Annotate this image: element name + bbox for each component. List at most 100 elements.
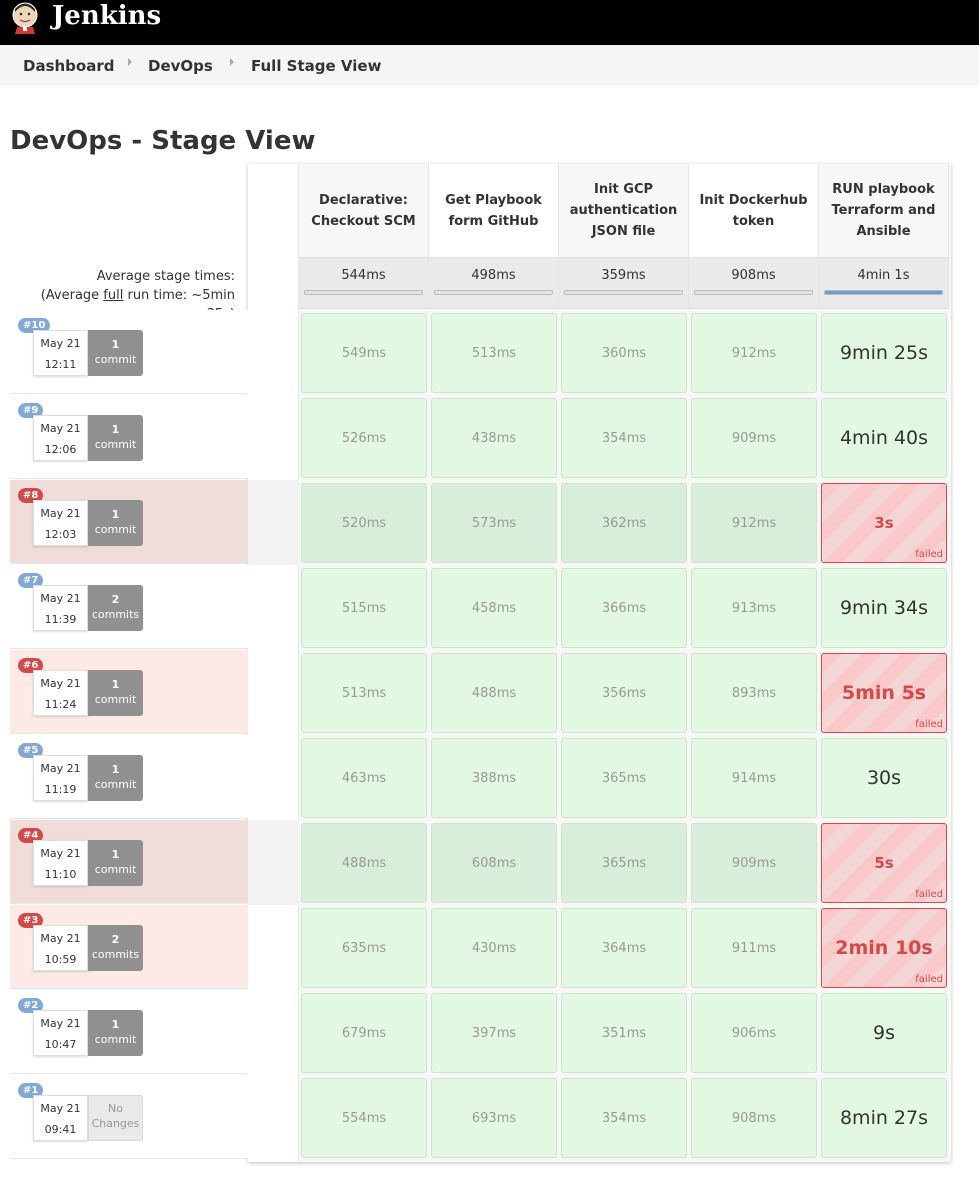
- stage-cell[interactable]: 366ms: [561, 568, 687, 648]
- stage-cell[interactable]: 488ms: [431, 653, 557, 733]
- stage-cell[interactable]: 488ms: [301, 823, 427, 903]
- stage-cell[interactable]: 397ms: [431, 993, 557, 1073]
- run-date-day: May 21: [40, 422, 81, 435]
- stage-cell[interactable]: 513ms: [301, 653, 427, 733]
- stage-cell[interactable]: 360ms: [561, 313, 687, 393]
- stage-cell[interactable]: 608ms: [431, 823, 557, 903]
- run-number-badge[interactable]: #3: [18, 913, 44, 928]
- stage-cell[interactable]: 909ms: [691, 398, 817, 478]
- breadcrumb-full-stage-view[interactable]: Full Stage View: [251, 57, 382, 75]
- run-number-badge[interactable]: #9: [18, 403, 44, 418]
- app-name[interactable]: Jenkins: [52, 1, 162, 31]
- run-date-day: May 21: [40, 592, 81, 605]
- stage-cell[interactable]: 513ms: [431, 313, 557, 393]
- stage-failed-label: failed: [915, 974, 943, 985]
- stage-cell[interactable]: 679ms: [301, 993, 427, 1073]
- top-bar: Jenkins: [0, 0, 979, 45]
- stage-cell[interactable]: 463ms: [301, 738, 427, 818]
- stage-cell[interactable]: 9min 34s: [821, 568, 947, 648]
- run-number-badge[interactable]: #6: [18, 658, 44, 673]
- run-commits-label: commit: [94, 523, 137, 536]
- stage-cell[interactable]: 909ms: [691, 823, 817, 903]
- run-number-badge[interactable]: #10: [18, 318, 51, 333]
- stage-cell[interactable]: 354ms: [561, 398, 687, 478]
- stage-cell[interactable]: 515ms: [301, 568, 427, 648]
- stage-cell[interactable]: 520ms: [301, 483, 427, 563]
- stage-cell[interactable]: 30s: [821, 738, 947, 818]
- run-commits-count: 1: [111, 678, 120, 691]
- page-title: DevOps - Stage View: [10, 126, 316, 156]
- run-date-time: 12:03: [44, 528, 77, 541]
- stage-cell[interactable]: 912ms: [691, 313, 817, 393]
- stage-cell[interactable]: 364ms: [561, 908, 687, 988]
- avg-full-run-link[interactable]: full: [103, 288, 124, 303]
- jenkins-butler-icon[interactable]: [8, 0, 42, 34]
- stage-cell[interactable]: 573ms: [431, 483, 557, 563]
- stage-cell[interactable]: 911ms: [691, 908, 817, 988]
- stage-cell[interactable]: 356ms: [561, 653, 687, 733]
- run-row-highlight: [248, 820, 299, 905]
- run-commits-count: 1: [111, 423, 120, 436]
- run-date-day: May 21: [40, 762, 81, 775]
- stage-avg-progress: [304, 290, 423, 295]
- stage-cell[interactable]: 351ms: [561, 993, 687, 1073]
- stage-cell[interactable]: 912ms: [691, 483, 817, 563]
- run-number-badge[interactable]: #8: [18, 488, 44, 503]
- run-commits-button[interactable]: 1 commit: [88, 670, 143, 716]
- stage-cell[interactable]: 9s: [821, 993, 947, 1073]
- stage-cell[interactable]: 365ms: [561, 823, 687, 903]
- stage-cell[interactable]: 635ms: [301, 908, 427, 988]
- run-date-time: 11:19: [44, 783, 77, 796]
- stage-cell[interactable]: 458ms: [431, 568, 557, 648]
- stage-avg-progress-fill: [825, 291, 942, 294]
- stage-cell[interactable]: 893ms: [691, 653, 817, 733]
- stage-cell[interactable]: 438ms: [431, 398, 557, 478]
- run-commits-label: commit: [94, 693, 137, 706]
- stage-cell[interactable]: 914ms: [691, 738, 817, 818]
- avg-stage-label: Average stage times:: [96, 269, 235, 284]
- run-number-badge[interactable]: #7: [18, 573, 44, 588]
- run-date-day: May 21: [40, 677, 81, 690]
- stage-cell[interactable]: 362ms: [561, 483, 687, 563]
- run-number-badge[interactable]: #2: [18, 998, 44, 1013]
- stage-cell[interactable]: 354ms: [561, 1078, 687, 1158]
- breadcrumb-dashboard[interactable]: Dashboard: [23, 57, 115, 75]
- stage-cell[interactable]: 908ms: [691, 1078, 817, 1158]
- stage-cell[interactable]: 549ms: [301, 313, 427, 393]
- run-commits-label: Changes: [91, 1117, 140, 1130]
- stage-cell[interactable]: 430ms: [431, 908, 557, 988]
- stage-cell[interactable]: 526ms: [301, 398, 427, 478]
- avg-run-label: (Average full run time: ~5min 35s): [10, 286, 235, 324]
- stage-cell[interactable]: 693ms: [431, 1078, 557, 1158]
- run-number-badge[interactable]: #4: [18, 828, 44, 843]
- stage-cell[interactable]: 913ms: [691, 568, 817, 648]
- stage-cell[interactable]: 365ms: [561, 738, 687, 818]
- run-number-badge[interactable]: #5: [18, 743, 44, 758]
- breadcrumb-devops[interactable]: DevOps: [148, 57, 213, 75]
- run-date-day: May 21: [40, 1017, 81, 1030]
- stage-cell[interactable]: 9min 25s: [821, 313, 947, 393]
- stage-cell[interactable]: 554ms: [301, 1078, 427, 1158]
- stage-avg-time: 4min 1s: [857, 268, 910, 283]
- run-number-badge[interactable]: #1: [18, 1083, 44, 1098]
- stage-cell[interactable]: 388ms: [431, 738, 557, 818]
- stage-cell[interactable]: 4min 40s: [821, 398, 947, 478]
- stage-cell[interactable]: 8min 27s: [821, 1078, 947, 1158]
- stage-cell[interactable]: 906ms: [691, 993, 817, 1073]
- stage-header: Init GCP authentication JSON file: [559, 164, 689, 257]
